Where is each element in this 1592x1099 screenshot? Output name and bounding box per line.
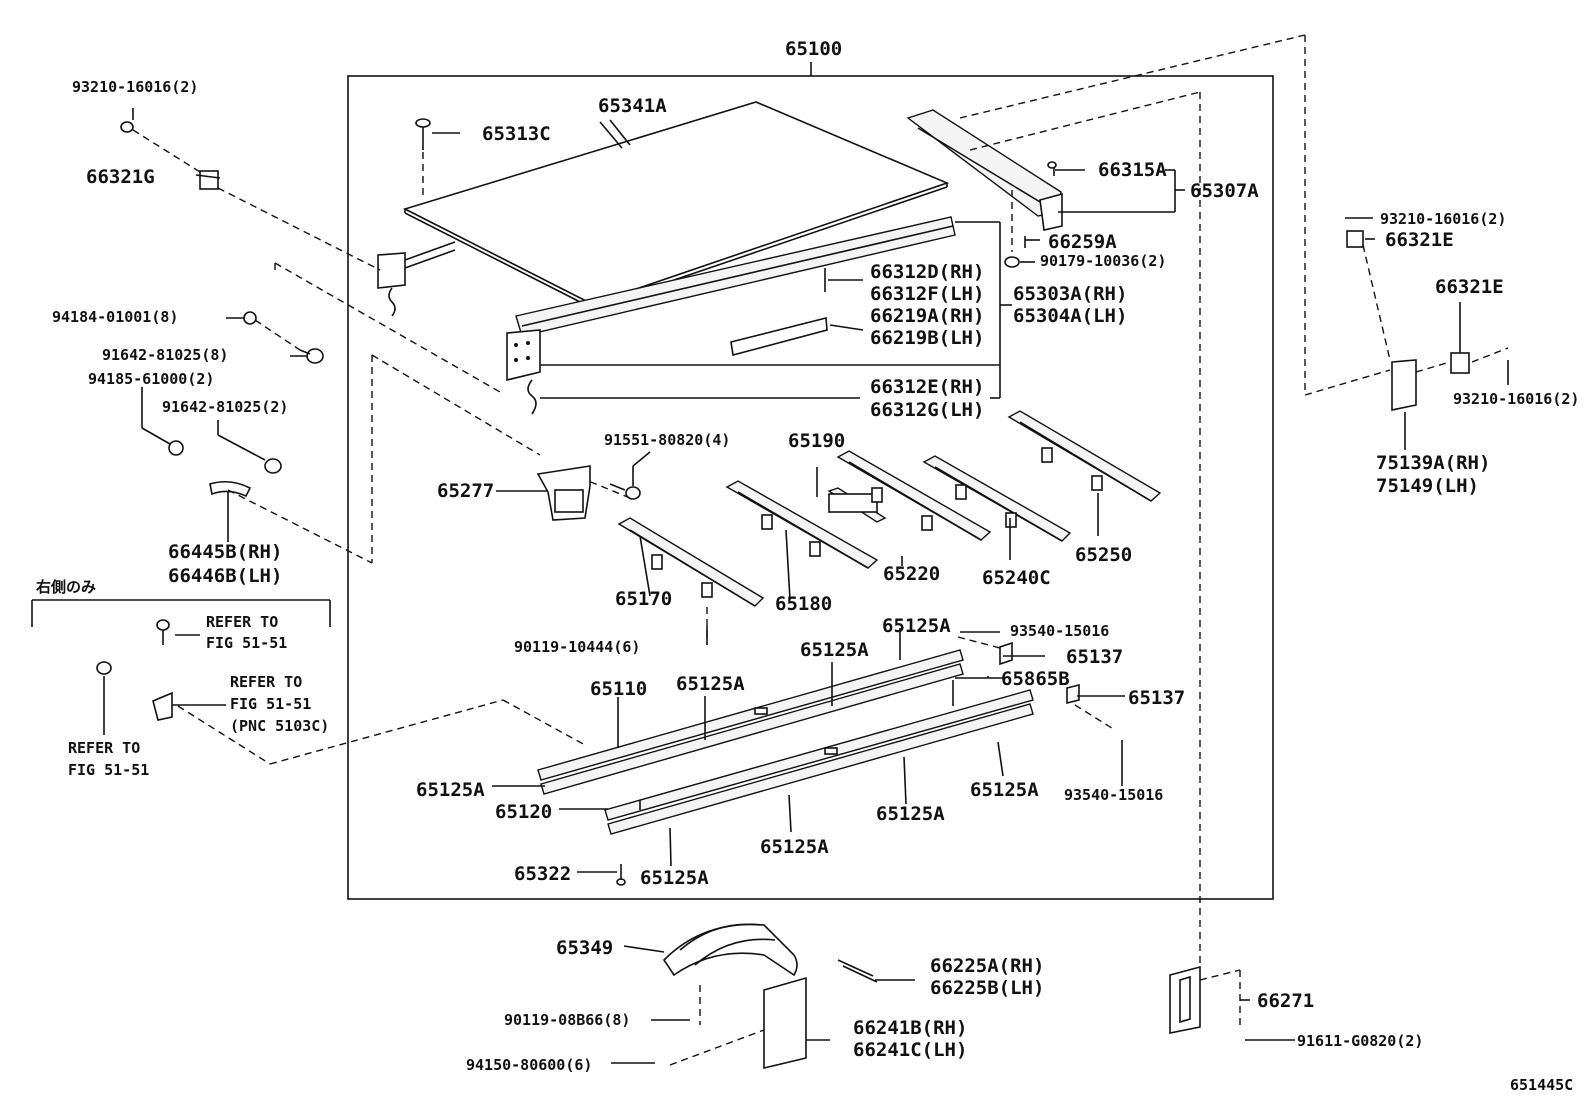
label-93210-r2: 93210-16016(2) [1453,390,1579,408]
label-65137-1: 65137 [1066,646,1123,668]
refer-c-line2: FIG 51-51 [68,761,149,779]
label-66271: 66271 [1257,990,1314,1012]
label-65277: 65277 [437,480,494,502]
label-66225B: 66225B(LH) [930,977,1044,999]
label-65120: 65120 [495,801,552,823]
label-66312F: 66312F(LH) [870,283,984,305]
hinge-bracket-left-shape [377,241,456,317]
label-65865B: 65865B [1001,668,1070,690]
label-66312D: 66312D(RH) [870,261,984,283]
hinge-75139A-shape [1346,230,1470,411]
label-66312G: 66312G(LH) [870,399,984,421]
label-94184: 94184-01001(8) [52,308,178,326]
label-65307A: 65307A [1190,180,1259,202]
bracket-65277-shape [536,465,641,521]
figure-id: 651445C [1510,1076,1573,1094]
label-75139A: 75139A(RH) [1376,452,1490,474]
label-66219B: 66219B(LH) [870,327,984,349]
label-65125A-7: 65125A [760,836,829,858]
label-65304A: 65304A(LH) [1013,305,1127,327]
cross-members-shape [617,410,1162,607]
refer-b-line2: FIG 51-51 [230,695,311,713]
label-94185: 94185-61000(2) [88,370,214,388]
label-75149: 75149(LH) [1376,475,1479,497]
refer-b-line1: REFER TO [230,673,302,691]
clip-66321G-icon [199,170,219,190]
label-65220: 65220 [883,563,940,585]
label-65303A: 65303A(RH) [1013,283,1127,305]
label-90179: 90179-10036(2) [1040,252,1166,270]
label-66321E-1: 66321E [1385,229,1454,251]
label-65322: 65322 [514,863,571,885]
label-66241C: 66241C(LH) [853,1039,967,1061]
leader-lines [103,108,1509,1064]
refer-c-line1: REFER TO [68,739,140,757]
front-rail-65307A-shape [906,109,1063,268]
left-fasteners-shape [168,311,324,498]
label-91611: 91611-G0820(2) [1297,1032,1423,1050]
label-65180: 65180 [775,593,832,615]
side-rail-65303A-shape [506,216,956,415]
label-90119-8: 90119-08B66(8) [504,1011,630,1029]
dashed-guides [132,34,1509,1066]
label-65240C: 65240C [982,567,1051,589]
label-65341A: 65341A [598,95,667,117]
label-65190: 65190 [788,430,845,452]
label-65100: 65100 [785,38,842,60]
label-91642-2: 91642-81025(2) [162,398,288,416]
label-66315A: 66315A [1098,159,1167,181]
label-91551: 91551-80820(4) [604,431,730,449]
fender-65349-shape [662,923,798,977]
label-65170: 65170 [615,588,672,610]
label-65125A-5: 65125A [970,779,1039,801]
refer-a-line1: REFER TO [206,613,278,631]
label-66321G: 66321G [86,166,155,188]
label-66259A: 66259A [1048,231,1117,253]
screw-65313C-icon [415,118,460,196]
rh-only-inset-shape [31,599,331,721]
refer-a-line2: FIG 51-51 [206,634,287,652]
label-90119-6: 90119-10444(6) [514,638,640,656]
label-65125A-8: 65125A [640,867,709,889]
label-66219A: 66219A(RH) [870,305,984,327]
label-94150: 94150-80600(6) [466,1056,592,1074]
label-93210-r1: 93210-16016(2) [1380,210,1506,228]
label-66445B: 66445B(RH) [168,541,282,563]
label-65313C: 65313C [482,123,551,145]
label-93540-1: 93540-15016 [1010,622,1109,640]
rh-only-note: 右側のみ [36,578,96,596]
label-65125A-1: 65125A [882,615,951,637]
label-93210-top: 93210-16016(2) [72,78,198,96]
label-65125A-4: 65125A [416,779,485,801]
label-66446B: 66446B(LH) [168,565,282,587]
label-65137-2: 65137 [1128,687,1185,709]
label-66241B: 66241B(RH) [853,1017,967,1039]
refer-b-line3: (PNC 5103C) [230,717,329,735]
label-93540-2: 93540-15016 [1064,786,1163,804]
label-65125A-2: 65125A [800,639,869,661]
bolt-93210-icon [120,121,134,133]
label-66225A: 66225A(RH) [930,955,1044,977]
label-91642-8: 91642-81025(8) [102,346,228,364]
bracket-66225A-shape [837,959,878,983]
step-66271-shape [1169,965,1201,1034]
label-65110: 65110 [590,678,647,700]
label-65125A-3: 65125A [676,673,745,695]
label-66321E-2: 66321E [1435,276,1504,298]
label-66312E: 66312E(RH) [870,376,984,398]
long-rails-shape [537,641,1080,886]
label-65125A-6: 65125A [876,803,945,825]
label-65250: 65250 [1075,544,1132,566]
mud-flap-66241B-shape [763,976,807,1070]
label-65349: 65349 [556,937,613,959]
